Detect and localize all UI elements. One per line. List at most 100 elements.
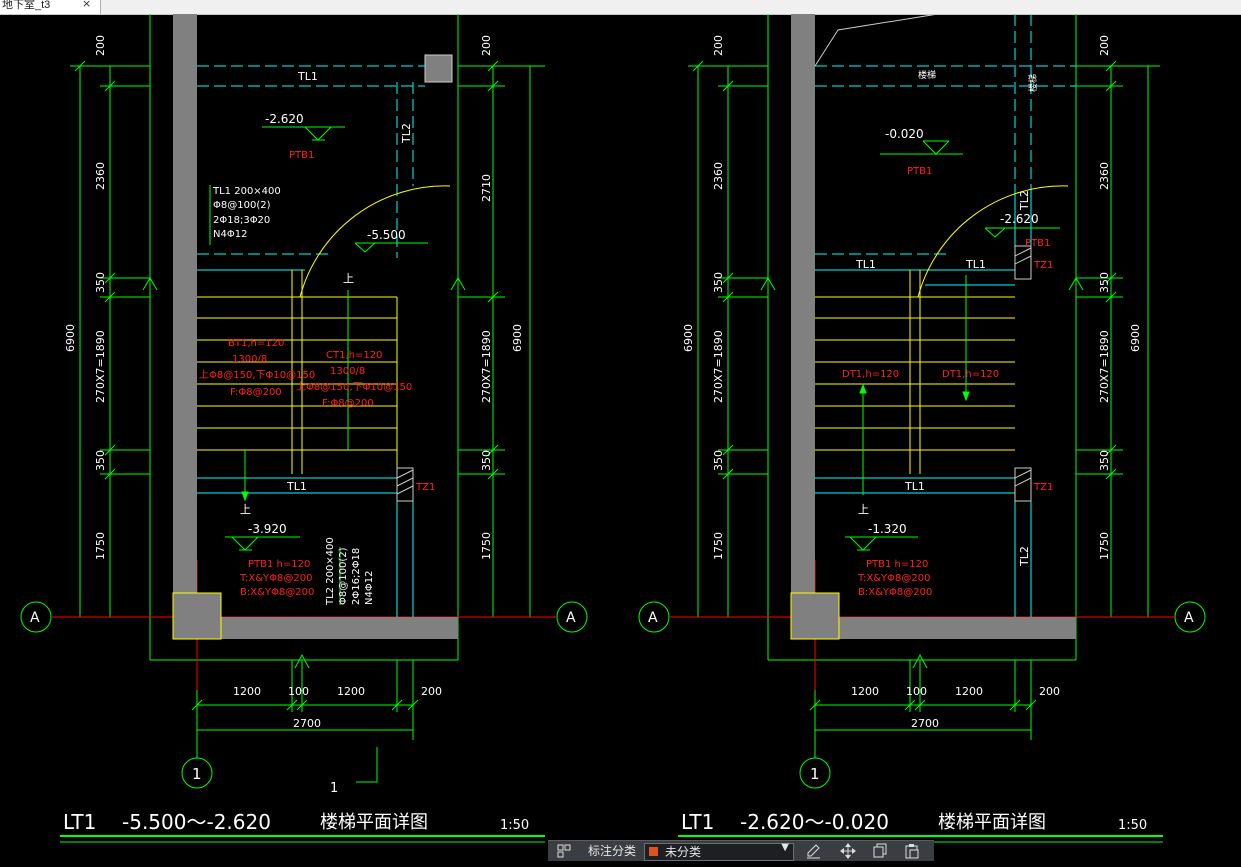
dim-left-200: 200: [94, 35, 107, 56]
beam-note-4: N4Φ12: [213, 229, 247, 240]
r-level-top: -0.020: [885, 127, 924, 141]
dim-left-1890: 270X7=1890: [94, 330, 107, 403]
beam-note2-3: 2Φ16;2Φ18: [351, 548, 362, 605]
beam-note2-2: Φ8@100(2): [338, 547, 349, 605]
r-dim-right-350b: 350: [1098, 450, 1111, 471]
dim-right-200: 200: [480, 35, 493, 56]
layers-icon[interactable]: [556, 841, 572, 861]
axis-1: 1: [192, 765, 202, 783]
flight-right-3: 上Φ8@150,下Φ10@150: [296, 381, 412, 393]
paste-icon[interactable]: [902, 842, 922, 860]
beam-note2-4: N4Φ12: [364, 571, 375, 605]
r-flight-left: DT1,h=120: [842, 369, 899, 380]
flight-left-3: 上Φ8@150,下Φ10@150: [199, 369, 315, 381]
annotation-class-select[interactable]: 未分类 ▼: [644, 842, 794, 861]
beam-note2-1: TL2 200×400: [325, 537, 336, 606]
dim-left-350b: 350: [94, 450, 107, 471]
cad-drawing-canvas[interactable]: 200 2360 350 270X7=1890 350 1750 6900 20…: [0, 14, 1241, 860]
tab-bar: 地下室_t3 ×: [0, 0, 1241, 15]
title-scale: 1:50: [500, 818, 529, 833]
beam-tl2-right: TL2: [400, 123, 413, 144]
r-dim-left-6900: 6900: [682, 324, 695, 352]
dim-left-350: 350: [94, 272, 107, 293]
slab-top: PTB1: [289, 150, 314, 161]
r-axis-1: 1: [810, 765, 820, 783]
left-stair-plan: 200 2360 350 270X7=1890 350 1750 6900 20…: [20, 14, 588, 843]
dim-right-6900: 6900: [511, 324, 524, 352]
r-beam-tl2-top: TL2: [1018, 190, 1031, 211]
r-dim-left-200: 200: [712, 35, 725, 56]
r-title-text: 楼梯平面详图: [938, 812, 1046, 833]
dim-bottom-200: 200: [421, 685, 442, 698]
dim-left-1750: 1750: [94, 532, 107, 560]
beam-note-3: 2Φ18;3Φ20: [213, 215, 270, 226]
r-dim-bottom-100: 100: [906, 685, 927, 698]
section-mark: 1: [330, 781, 338, 796]
flight-right-1: CT1,h=120: [326, 350, 382, 361]
flight-left-1: BT1,h=120: [228, 338, 284, 349]
class-color-swatch: [649, 847, 658, 856]
r-slab-right: PTB1: [1025, 238, 1050, 249]
r-beam-tl1-mid: TL1: [965, 258, 986, 271]
dim-bottom-100: 100: [288, 685, 309, 698]
dim-bottom-1200b: 1200: [337, 685, 365, 698]
title-range: -5.500～-2.620: [122, 810, 271, 834]
flight-right-4: F:Φ8@200: [322, 398, 374, 409]
right-stair-plan: 200 2360 350 270X7=1890 350 1750 6900 20…: [638, 14, 1206, 843]
dim-right-1750: 1750: [480, 532, 493, 560]
edit-icon[interactable]: [804, 842, 824, 860]
document-tab[interactable]: 地下室_t3 ×: [0, 0, 101, 14]
r-dim-bottom-2700: 2700: [911, 717, 939, 730]
dim-left-2360: 2360: [94, 162, 107, 190]
r-dim-right-6900: 6900: [1129, 324, 1142, 352]
dim-bottom-2700: 2700: [293, 717, 321, 730]
title-id: LT1: [63, 810, 96, 834]
r-dim-left-1750: 1750: [712, 532, 725, 560]
chevron-down-icon: ▼: [781, 842, 789, 853]
r-slab-top: PTB1: [907, 166, 932, 177]
r-dim-left-350b: 350: [712, 450, 725, 471]
slab-bottom-1: PTB1 h=120: [248, 559, 310, 570]
title-text: 楼梯平面详图: [320, 812, 428, 833]
flight-right-2: 1300/8: [330, 366, 365, 377]
dim-right-2710: 2710: [480, 174, 493, 202]
copy-icon[interactable]: [870, 842, 890, 860]
r-slab-bottom-2: T:X&YΦ8@200: [857, 573, 930, 584]
r-up-mark: 上: [858, 503, 869, 516]
class-select-value: 未分类: [665, 845, 702, 859]
r-column-top: TZ1: [1033, 260, 1053, 271]
r-slab-bottom-3: B:X&YΦ8@200: [858, 587, 932, 598]
dim-left-6900: 6900: [64, 324, 77, 352]
up-mark-bottom: 上: [240, 503, 251, 516]
r-title-id: LT1: [681, 810, 714, 834]
r-title-scale: 1:50: [1118, 818, 1147, 833]
close-icon[interactable]: ×: [82, 0, 92, 10]
r-dim-right-2360: 2360: [1098, 162, 1111, 190]
r-dim-right-350: 350: [1098, 272, 1111, 293]
r-title-range: -2.620～-0.020: [740, 810, 889, 834]
beam-note-1: TL1 200×400: [212, 186, 281, 197]
beam-tl1-bottom: TL1: [286, 480, 307, 493]
r-dim-bottom-1200a: 1200: [851, 685, 879, 698]
r-dim-bottom-1200b: 1200: [955, 685, 983, 698]
annotation-toolbar: 标注分类 未分类 ▼: [548, 840, 934, 861]
r-beam-tl1-left: TL1: [855, 258, 876, 271]
dim-right-350: 350: [480, 450, 493, 471]
r-level-mid: -2.620: [1000, 212, 1039, 226]
move-icon[interactable]: [838, 842, 858, 860]
beam-tl1-top: TL1: [297, 70, 318, 83]
r-axis-a-right: A: [1184, 610, 1194, 626]
r-dim-left-350: 350: [712, 272, 725, 293]
tab-title: 地下室_t3: [2, 0, 51, 11]
r-beam-tl2-bottom: TL2: [1018, 546, 1031, 567]
beam-note-2: Φ8@100(2): [213, 200, 271, 211]
r-beam-tl1-bottom: TL1: [904, 480, 925, 493]
slab-bottom-2: T:X&YΦ8@200: [239, 573, 312, 584]
annotation-class-label: 标注分类: [588, 844, 637, 858]
axis-a-left: A: [30, 610, 40, 626]
r-dim-right-1750: 1750: [1098, 532, 1111, 560]
flight-left-2: 1300/8: [232, 354, 267, 365]
level-mid: -5.500: [367, 228, 406, 242]
flight-left-4: F:Φ8@200: [230, 387, 282, 398]
r-dim-left-1890: 270X7=1890: [712, 330, 725, 403]
